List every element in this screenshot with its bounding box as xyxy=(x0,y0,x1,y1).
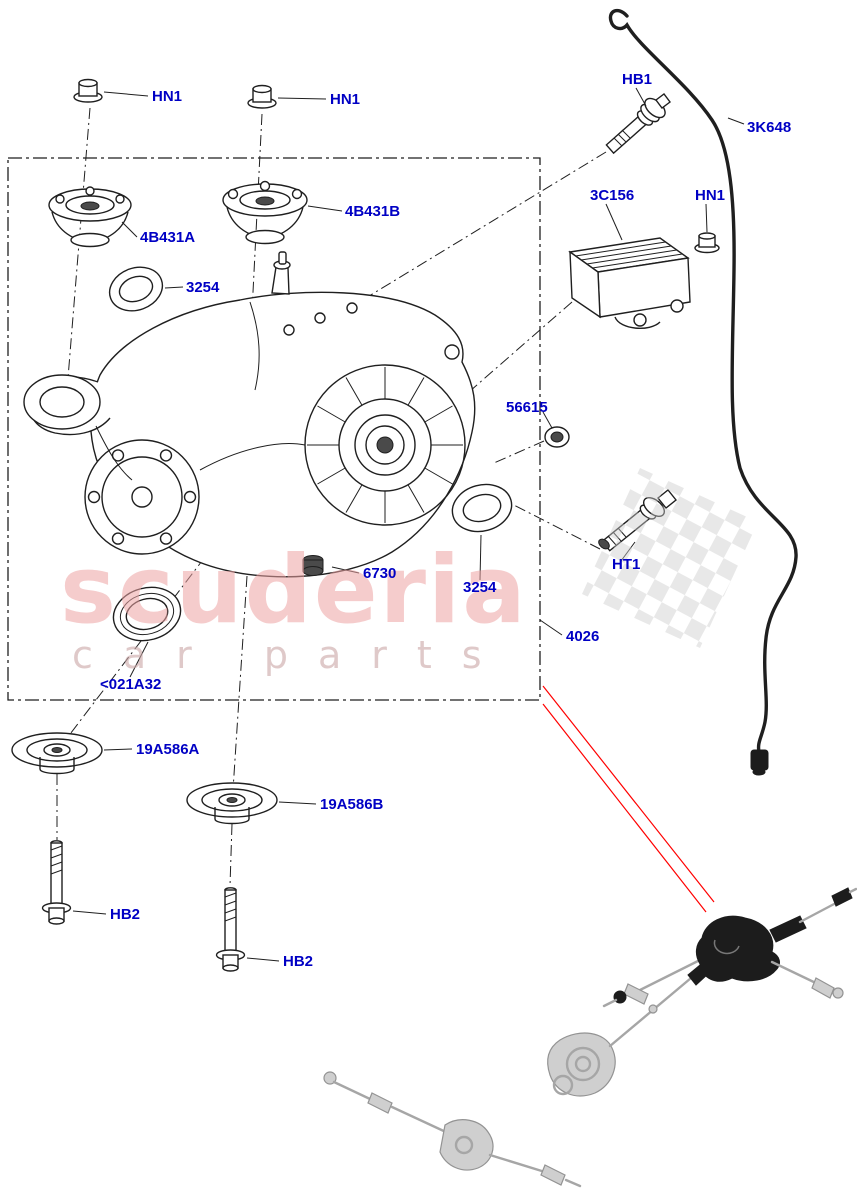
front-flange xyxy=(84,439,200,555)
part-label-56615: 56615 xyxy=(506,399,548,416)
mount-4b431b-drawing xyxy=(222,180,308,245)
ribbed-cover xyxy=(304,364,466,526)
diagram-frame xyxy=(7,157,541,701)
part-labels: HN1 HN1 HB1 3K648 3C156 HN1 4B431B 4B431… xyxy=(100,71,791,970)
drain-plug-6730-drawing xyxy=(302,555,324,576)
part-label-4b431b: 4B431B xyxy=(345,203,400,220)
part-label-6730: 6730 xyxy=(363,565,396,582)
part-label-4b431a: 4B431A xyxy=(140,229,195,246)
vehicle-driveline-thumbnail xyxy=(323,887,857,1188)
leader-lines xyxy=(72,87,745,962)
flanged-nut-hn1-b-drawing xyxy=(247,84,277,109)
bushing-56615-drawing xyxy=(544,426,570,448)
part-label-19a586b: 19A586B xyxy=(320,796,384,813)
part-label-hb2-left: HB2 xyxy=(110,906,140,923)
bolt-hb2-mid-drawing xyxy=(215,887,246,972)
watermark-title: scuderia xyxy=(60,536,528,645)
part-label-4026: 4026 xyxy=(566,628,599,645)
seal-3254-upper-drawing xyxy=(108,266,164,312)
flanged-nut-hn1-a-drawing xyxy=(73,78,103,103)
washer-19a586a-drawing xyxy=(11,732,103,775)
watermark: scuderia car parts xyxy=(60,468,758,677)
thumbnail-pointer-lines xyxy=(542,685,715,913)
damper-3c156-drawing xyxy=(568,237,691,329)
part-label-3254-lower: 3254 xyxy=(463,579,497,596)
bolt-hb2-left-drawing xyxy=(41,840,72,925)
checkered-flag-watermark xyxy=(582,468,758,648)
part-label-hn1-right: HN1 xyxy=(695,187,725,204)
part-label-ht1: HT1 xyxy=(612,556,640,573)
part-label-021a32: <021A32 xyxy=(100,676,161,693)
part-label-19a586a: 19A586A xyxy=(136,741,200,758)
part-label-3254-upper: 3254 xyxy=(186,279,220,296)
part-label-hb1: HB1 xyxy=(622,71,652,88)
washer-19a586b-drawing xyxy=(186,782,278,825)
differential-housing-drawing xyxy=(23,251,476,578)
watermark-subtitle: car parts xyxy=(72,633,512,677)
bolt-hb1-drawing xyxy=(605,93,671,155)
part-label-hb2-mid: HB2 xyxy=(283,953,313,970)
seal-3254-lower-drawing xyxy=(451,483,513,533)
part-label-hn1-b: HN1 xyxy=(330,91,360,108)
mount-4b431a-drawing xyxy=(48,186,132,248)
seal-021a32-drawing xyxy=(112,586,182,642)
part-label-hn1-a: HN1 xyxy=(152,88,182,105)
filler-neck xyxy=(271,266,290,295)
part-label-3c156: 3C156 xyxy=(590,187,634,204)
breather-hose-3k648-drawing xyxy=(608,8,798,776)
part-label-3k648: 3K648 xyxy=(747,119,791,136)
flanged-nut-hn1-right-drawing xyxy=(694,232,720,254)
housing-mount-arm xyxy=(23,374,111,436)
